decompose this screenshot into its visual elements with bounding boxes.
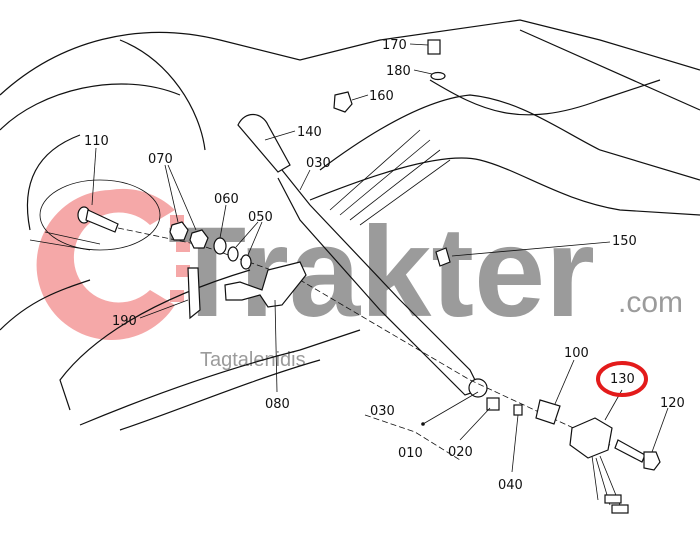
tractor-body-outline — [0, 19, 700, 431]
switch-130 — [569, 417, 629, 514]
plate-190 — [187, 267, 201, 320]
washer-050b — [240, 254, 252, 270]
knob-160 — [333, 91, 353, 113]
label-060: 060 — [214, 192, 239, 207]
clip-150 — [435, 247, 451, 267]
leader-lines — [91, 43, 669, 473]
bushing-020 — [486, 397, 500, 411]
washer-050a — [227, 246, 239, 262]
label-080: 080 — [265, 397, 290, 412]
label-150: 150 — [612, 234, 637, 249]
label-170: 170 — [382, 38, 407, 53]
part-labels: 170 180 160 140 030 110 070 060 050 150 … — [84, 38, 685, 493]
nuts-070 — [169, 221, 209, 249]
watermark-brand: Trakter — [168, 201, 595, 344]
label-120: 120 — [660, 396, 685, 411]
bolt-170 — [427, 39, 441, 55]
washer-180 — [430, 71, 446, 81]
label-100: 100 — [564, 346, 589, 361]
bracket-080 — [224, 261, 307, 308]
bushing-040 — [513, 404, 523, 416]
label-180: 180 — [386, 64, 411, 79]
watermark-sub: Tagtalenidis — [200, 349, 306, 371]
label-070: 070 — [148, 152, 173, 167]
label-030-top: 030 — [306, 156, 331, 171]
label-010: 010 — [398, 446, 423, 461]
label-050: 050 — [248, 210, 273, 225]
label-040: 040 — [498, 478, 523, 493]
washer-060 — [213, 237, 227, 255]
bolt-120 — [614, 439, 661, 471]
highlight-circle — [596, 361, 648, 397]
label-020: 020 — [448, 445, 473, 460]
label-160: 160 — [369, 89, 394, 104]
bolt-110 — [77, 206, 119, 233]
gear-lever-140 — [237, 113, 488, 398]
watermark-suffix: .com — [618, 286, 683, 319]
label-030-lower: 030 — [370, 404, 395, 419]
label-140: 140 — [297, 125, 322, 140]
label-190: 190 — [112, 314, 137, 329]
label-130: 130 — [610, 372, 635, 387]
collar-100 — [535, 399, 561, 425]
label-110: 110 — [84, 134, 109, 149]
